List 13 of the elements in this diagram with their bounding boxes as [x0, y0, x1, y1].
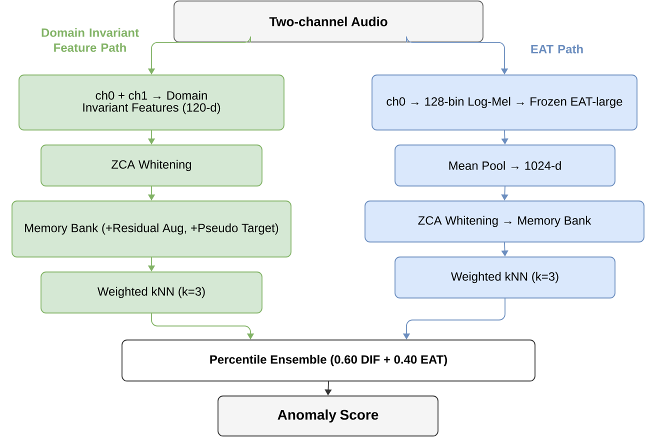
process-box: Mean Pool → 1024-d	[394, 144, 616, 186]
process-box: ch0 → 128-bin Log-Mel → Frozen EAT-large	[372, 74, 638, 130]
process-box: Weighted kNN (k=3)	[394, 256, 616, 298]
process-box: ZCA Whitening	[40, 144, 262, 186]
input-box: Two-channel Audio	[174, 0, 484, 42]
path-heading: EAT Path	[531, 44, 583, 54]
process-box: ZCA Whitening → Memory Bank	[364, 200, 644, 242]
ensemble-box: Percentile Ensemble (0.60 DIF + 0.40 EAT)	[122, 340, 536, 382]
output-box: Anomaly Score	[218, 396, 438, 436]
process-box: ch0 + ch1 → Domain Invariant Features (120-d)	[18, 74, 284, 130]
process-box: Weighted kNN (k=3)	[40, 272, 262, 314]
process-box: Memory Bank (+Residual Aug, +Pseudo Target)	[12, 200, 292, 258]
path-heading: Domain Invariant Feature Path	[42, 28, 139, 52]
